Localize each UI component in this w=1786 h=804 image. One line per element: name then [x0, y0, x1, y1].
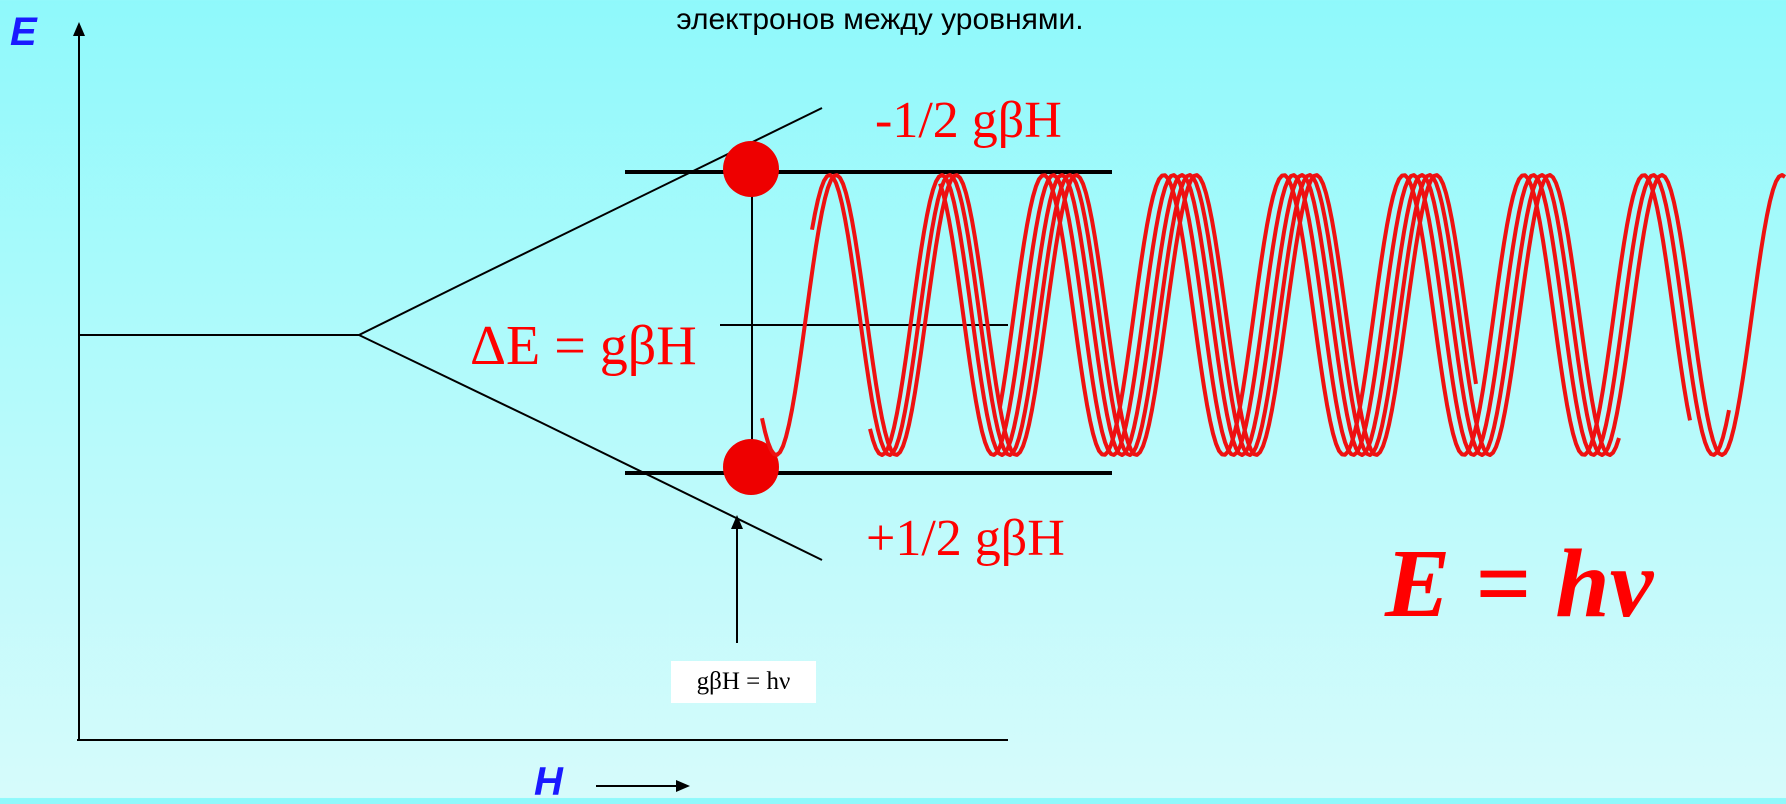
- field-axis-label: H: [534, 760, 563, 804]
- energy-axis-label: E: [10, 10, 37, 54]
- lower-level-label: +1/2 gβH: [866, 510, 1065, 567]
- upper-electron: [723, 141, 779, 197]
- photon-energy-formula: E = hν: [1385, 530, 1654, 638]
- lower-spin-branch: [358, 334, 823, 561]
- upper-level-label: -1/2 gβH: [875, 92, 1062, 149]
- caption-text: электронов между уровнями.: [676, 3, 1084, 36]
- wave-line-4: [938, 173, 1731, 457]
- splitting-energy-label: ΔE = gβH: [470, 315, 697, 377]
- upper-spin-branch: [358, 107, 823, 336]
- lower-electron: [723, 439, 779, 495]
- resonance-condition-box: gβH = hν: [671, 661, 816, 703]
- energy-axis-arrowhead: [73, 22, 85, 36]
- resonance-arrowhead: [731, 515, 743, 529]
- wave-line-3: [868, 173, 1786, 457]
- microwave-radiation: [760, 173, 1786, 457]
- wave-line-5: [998, 173, 1692, 457]
- field-direction-arrowhead: [676, 780, 690, 792]
